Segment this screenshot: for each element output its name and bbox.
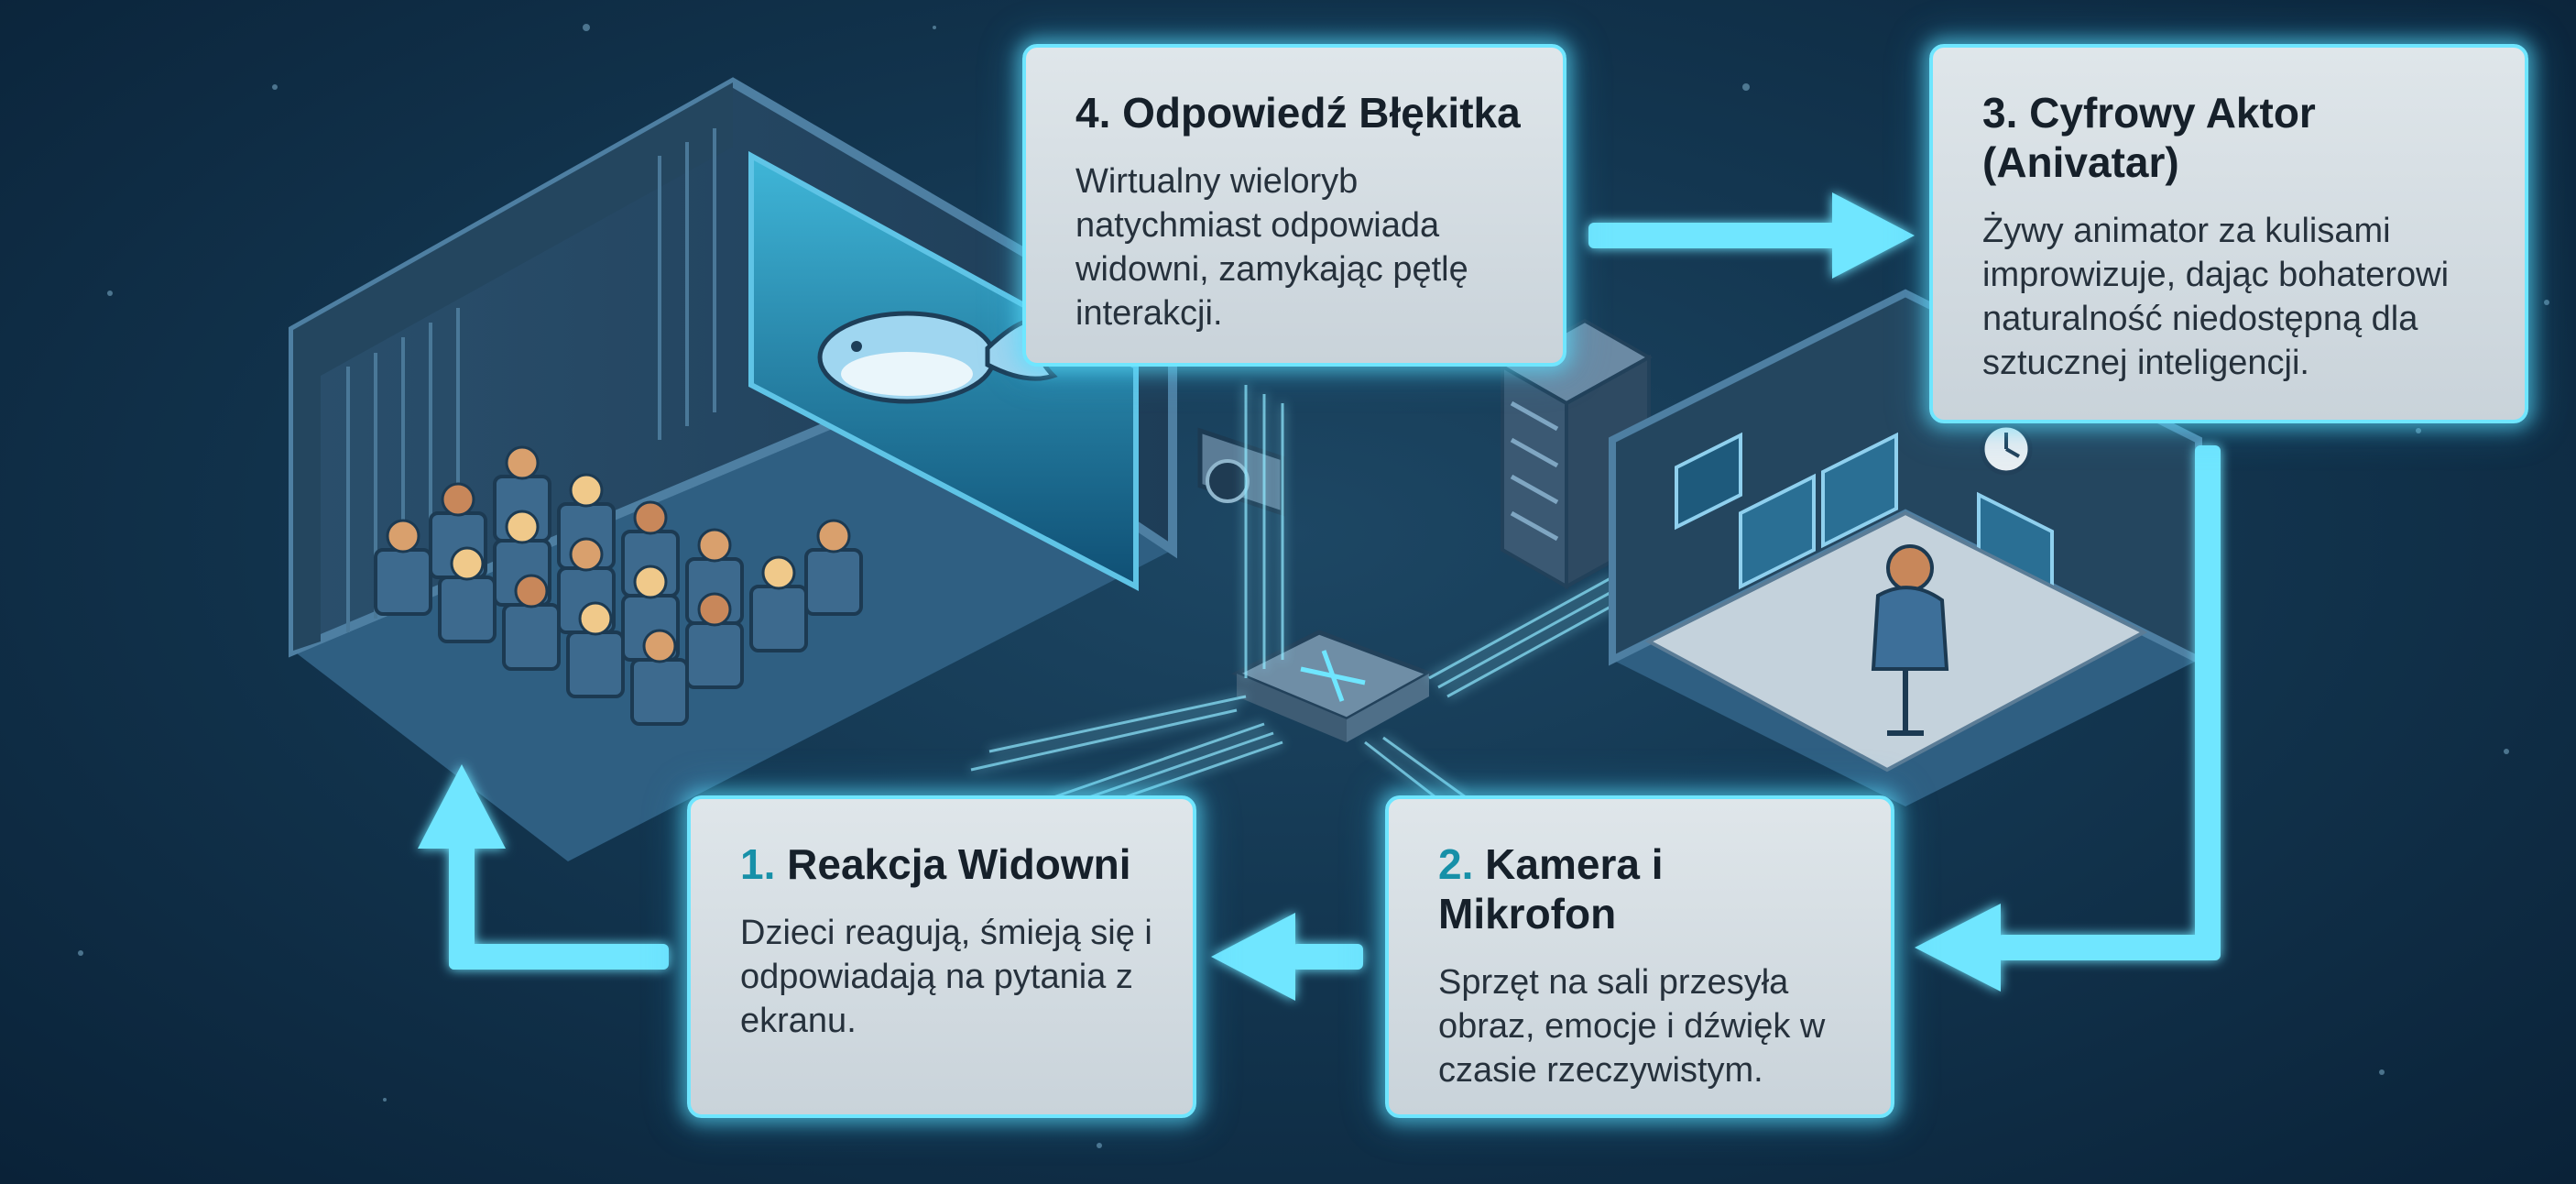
- step-2-description: Sprzęt na sali przesyła obraz, emocje i …: [1438, 960, 1850, 1092]
- camera-icon: [1200, 431, 1283, 513]
- step-2-title: 2. Kamera i Mikrofon: [1438, 839, 1850, 938]
- step-1-title-text: Reakcja Widowni: [787, 840, 1130, 888]
- step-4-title-text: Odpowiedź Błękitka: [1122, 89, 1521, 137]
- step-2-number: 2.: [1438, 840, 1473, 888]
- step-4-description: Wirtualny wieloryb natychmiast odpowiada…: [1075, 159, 1523, 335]
- wall-clock-icon: [1982, 425, 2030, 473]
- step-1-description: Dzieci reagują, śmieją się i odpowiadają…: [740, 911, 1152, 1043]
- step-1-number: 1.: [740, 840, 775, 888]
- step-card-4: 4. Odpowiedź Błękitka Wirtualny wieloryb…: [1022, 44, 1566, 367]
- arrow-step4-to-step3: [1588, 192, 1915, 279]
- step-3-number: 3.: [1982, 89, 2017, 137]
- step-card-2: 2. Kamera i Mikrofon Sprzęt na sali prze…: [1385, 795, 1894, 1118]
- step-4-title: 4. Odpowiedź Błękitka: [1075, 88, 1523, 137]
- step-1-title: 1. Reakcja Widowni: [740, 839, 1152, 889]
- step-4-number: 4.: [1075, 89, 1110, 137]
- step-3-description: Żywy animator za kulisami improwizuje, d…: [1982, 209, 2484, 385]
- arrow-step2-to-step1: [1211, 913, 1363, 1001]
- step-3-title-text: Cyfrowy Aktor (Anivatar): [1982, 89, 2316, 186]
- step-card-1: 1. Reakcja Widowni Dzieci reagują, śmiej…: [687, 795, 1196, 1118]
- step-3-title: 3. Cyfrowy Aktor (Anivatar): [1982, 88, 2484, 187]
- step-card-3: 3. Cyfrowy Aktor (Anivatar) Żywy animato…: [1929, 44, 2528, 423]
